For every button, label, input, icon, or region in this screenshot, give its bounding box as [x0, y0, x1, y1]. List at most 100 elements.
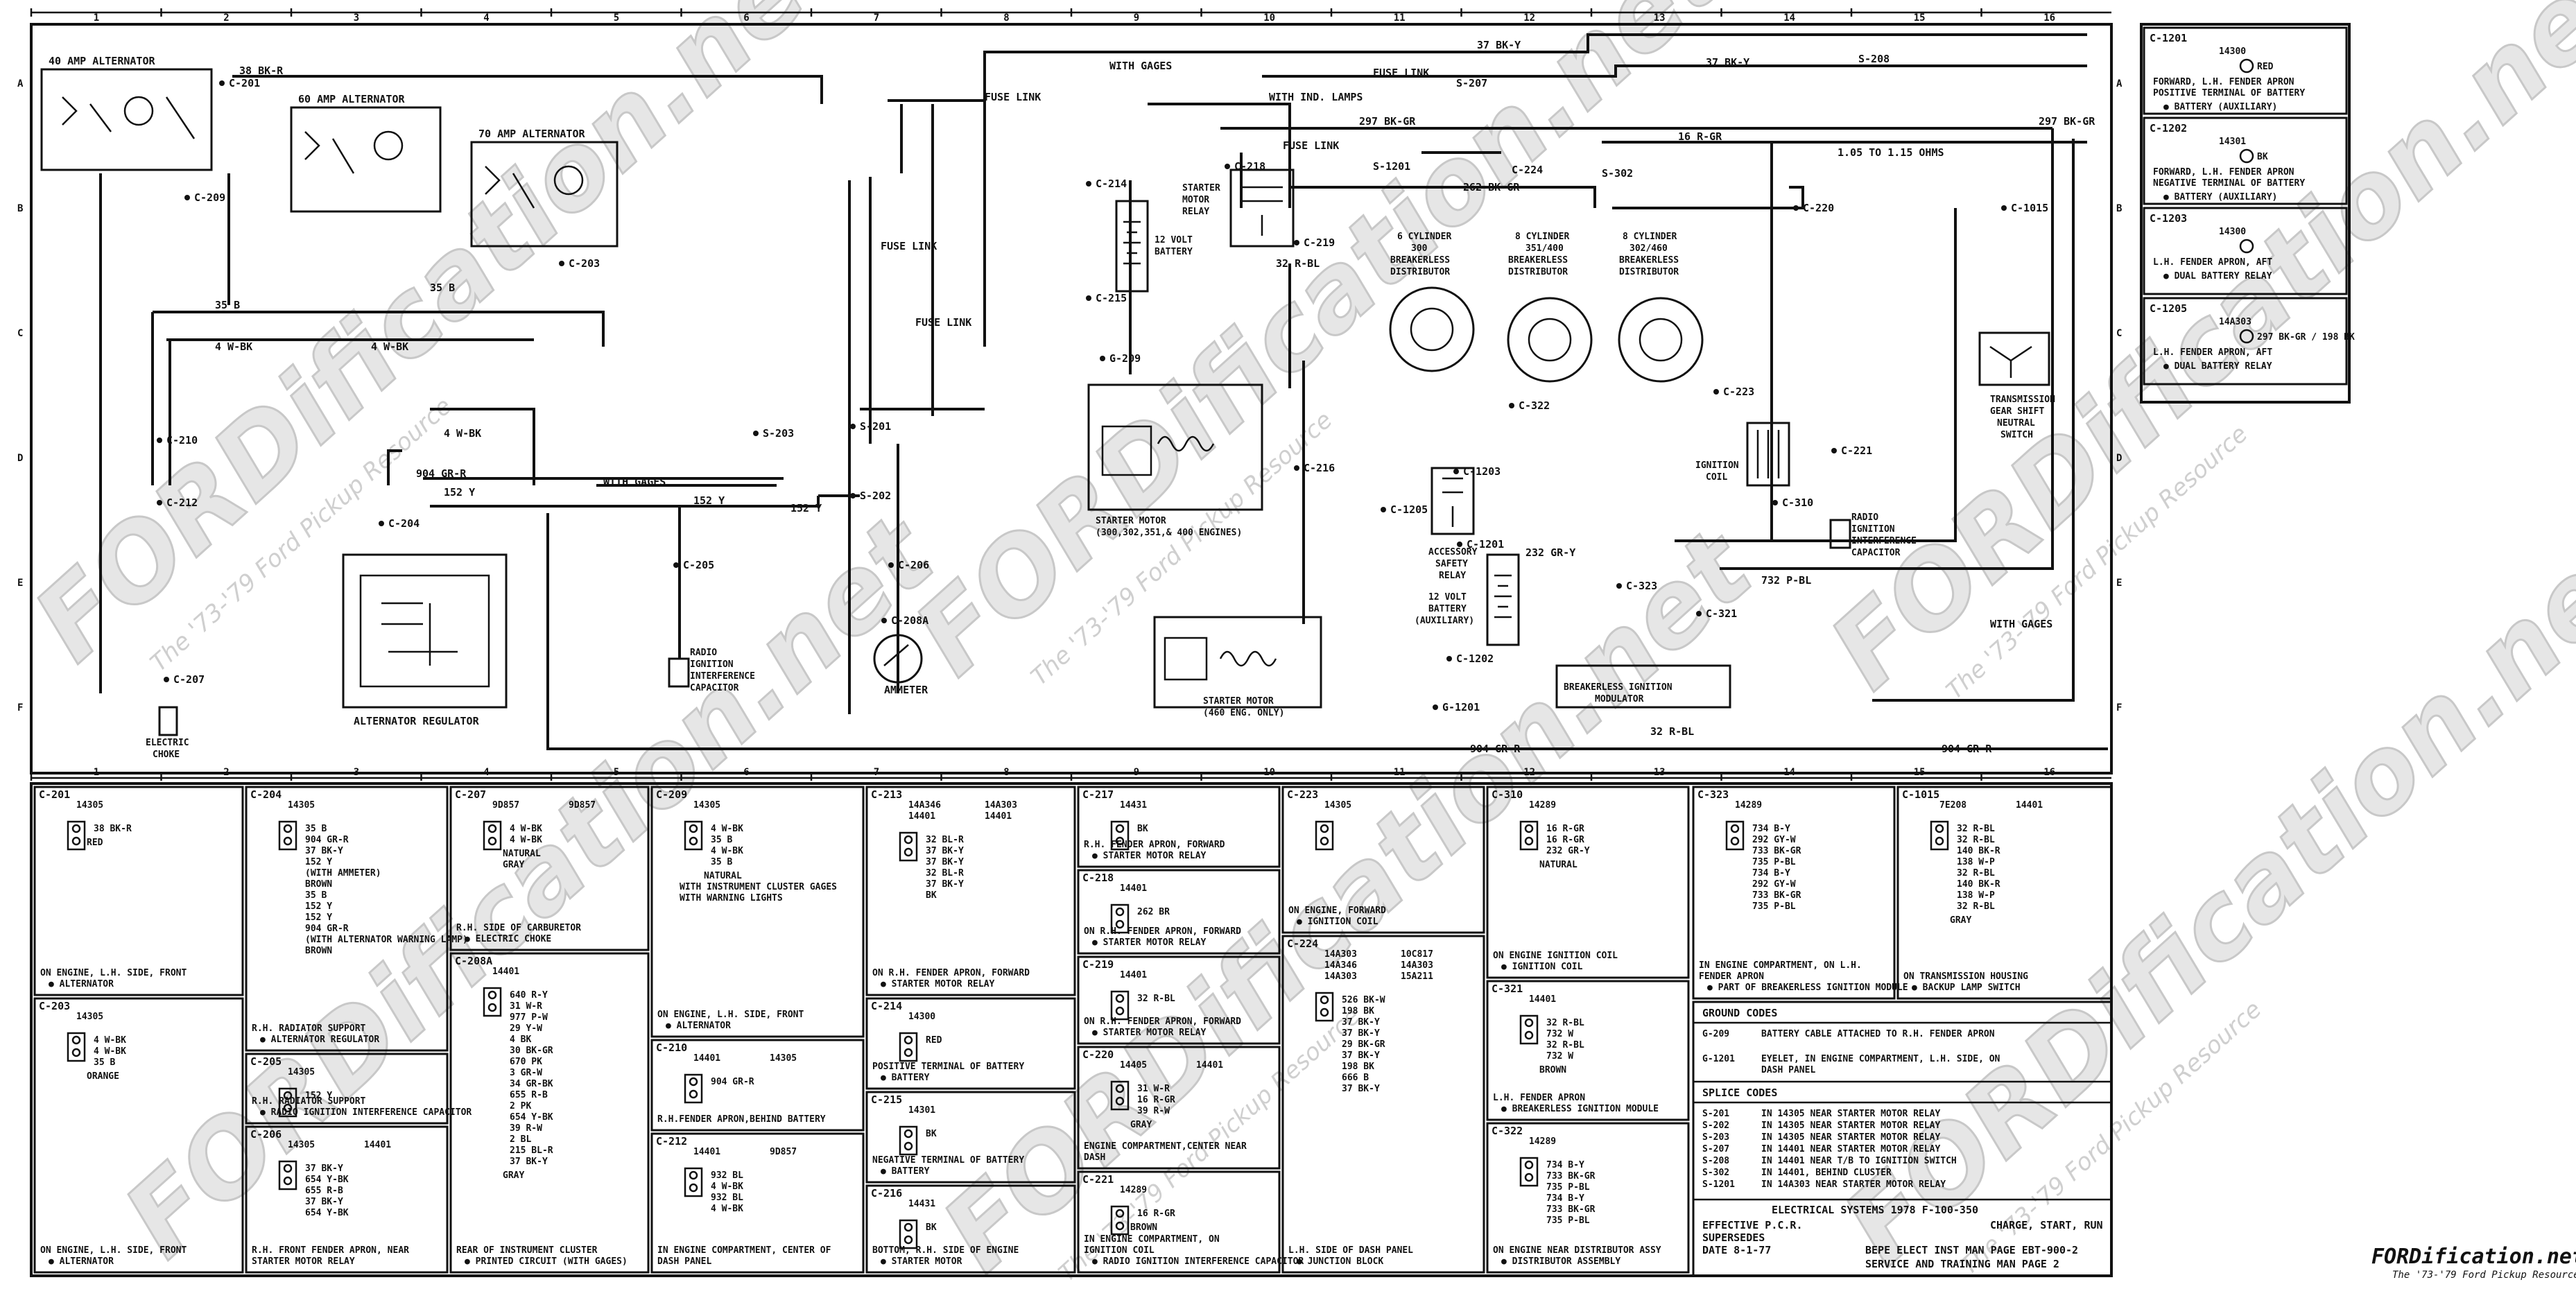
ammeter: AMMETER	[873, 634, 928, 696]
connector-part: 14305	[693, 800, 720, 811]
legend-id: C-1205	[2150, 302, 2187, 315]
splice-codes-title: SPLICE CODES	[1702, 1087, 1777, 1099]
connector-wire: 29 Y-W	[510, 1023, 542, 1034]
legend-cell	[2143, 116, 2348, 205]
wire-38-bk-r	[232, 75, 823, 104]
connector-id: C-209	[656, 788, 687, 801]
connector-wire: (WITH AMMETER)	[305, 868, 381, 879]
connector-dot	[1793, 205, 1799, 211]
connector-location: ON ENGINE, L.H. SIDE, FRONT	[657, 1010, 804, 1020]
pin-icon	[71, 1048, 81, 1057]
grid-column-label: 3	[354, 767, 359, 778]
connector-id: C-214	[871, 1000, 902, 1012]
alternator-regulator: ALTERNATOR REGULATOR	[342, 553, 508, 727]
connector-shape-icon	[1110, 1080, 1130, 1111]
connector-dot	[1225, 164, 1230, 169]
svg-text:8 CYLINDER: 8 CYLINDER	[1515, 232, 1569, 242]
connector-color: NATURAL	[1539, 860, 1577, 870]
connector-part: 14401	[693, 1147, 720, 1157]
connector-cell-border	[1896, 786, 2113, 1000]
connector-location: POSITIVE TERMINAL OF BATTERY	[872, 1062, 1024, 1072]
wire-fuse-link	[1148, 103, 1291, 208]
connector-label: C-321	[1706, 607, 1737, 620]
distributor-8-cyl-351-400: 8 CYLINDER 351/400 BREAKERLESS DISTRIBUT…	[1507, 232, 1593, 383]
label-fuse-link-5: FUSE LINK	[915, 316, 971, 329]
label-4-w-bk-2: 4 W-BK	[371, 340, 408, 353]
pin-icon	[689, 824, 698, 833]
connector-part: 14289	[1735, 800, 1762, 811]
connector-label: C-220	[1803, 202, 1834, 214]
connector-id: C-212	[656, 1135, 687, 1148]
connector-part: 14305	[288, 1067, 315, 1078]
wire-4-w-bk-d	[430, 408, 535, 485]
connector-label: C-204	[388, 517, 420, 530]
grid-row-label: A	[17, 78, 24, 89]
connector-location: IN ENGINE COMPARTMENT, CENTER OF	[657, 1245, 831, 1256]
connector-shape-icon	[1315, 820, 1334, 851]
connector-cell-border	[1692, 786, 1896, 1000]
connector-note: ● ALTERNATOR	[49, 1256, 114, 1267]
accessory-safety-relay: ACCESSORY SAFETY RELAY	[1428, 467, 1478, 581]
grid-column-label: 2	[223, 767, 229, 778]
schematic-wires	[99, 33, 2108, 750]
legend-note: ● DUAL BATTERY RELAY	[2163, 361, 2272, 372]
connector-wire: 733 BK-GR	[1752, 846, 1801, 856]
connector-cell-border	[865, 1184, 1076, 1274]
connector-id: C-220	[1082, 1048, 1114, 1061]
svg-text:351/400: 351/400	[1525, 243, 1564, 254]
connector-label: C-223	[1723, 386, 1754, 398]
pin-icon	[71, 836, 81, 846]
wire-37-bk-y-right	[1262, 64, 2087, 78]
label-38-bk-r: 38 BK-R	[239, 64, 284, 77]
connector-id: C-310	[1492, 788, 1523, 801]
connector-shape-icon	[684, 1167, 703, 1197]
starter-motor-relay: STARTER MOTOR RELAY	[1182, 168, 1295, 248]
pin-icon	[1730, 824, 1740, 833]
auxiliary-battery: 12 VOLT BATTERY (AUXILIARY)	[1415, 553, 1520, 646]
legend-part: 14A303	[2219, 317, 2251, 327]
connector-shape-icon	[1930, 820, 1949, 851]
svg-text:IGNITION: IGNITION	[1695, 460, 1739, 471]
grid-column-label: 11	[1394, 12, 1406, 24]
connector-label: C-205	[683, 559, 714, 571]
connector-cell-border	[245, 1125, 449, 1274]
connector-shape-icon	[1110, 1205, 1130, 1236]
connector-label: C-310	[1782, 496, 1813, 509]
connector-part: 14305	[770, 1053, 797, 1064]
connector-wire: 262 BR	[1137, 907, 1170, 917]
connector-wire: 37 BK-Y	[1342, 1028, 1380, 1039]
wire-c204-left	[387, 449, 402, 485]
wire-right-drop	[1872, 139, 2075, 702]
connector-wire: 215 BL-R	[510, 1145, 553, 1156]
connector-wire: 734 B-Y	[1546, 1160, 1584, 1170]
connector-cell-border	[449, 786, 650, 951]
grid-column-label: 10	[1263, 767, 1275, 778]
connector-wire: BK	[1137, 824, 1148, 834]
pin-icon	[904, 847, 913, 857]
pin-icon	[1935, 836, 1944, 846]
connector-part: 14305	[76, 1012, 103, 1022]
connector-location: R.H.FENDER APRON,BEHIND BATTERY	[657, 1114, 826, 1125]
connector-label: C-1205	[1390, 503, 1428, 516]
connector-wire: 152 Y	[305, 1091, 332, 1101]
connector-wire: 30 BK-GR	[510, 1046, 553, 1056]
grid-column-label: 12	[1523, 767, 1535, 778]
connector-part: 9D857	[569, 800, 596, 811]
pin-icon	[487, 824, 497, 833]
legend-frame	[2140, 23, 2351, 404]
connector-part: 14289	[1529, 800, 1556, 811]
svg-text:ELECTRIC: ELECTRIC	[146, 738, 189, 748]
pin-icon	[1115, 1209, 1125, 1218]
connector-id: C-205	[250, 1055, 282, 1068]
legend-desc: NEGATIVE TERMINAL OF BATTERY	[2153, 178, 2305, 189]
connector-id: C-217	[1082, 788, 1114, 801]
legend-id: C-1201	[2150, 32, 2187, 44]
alternator-40-amp: 40 AMP ALTERNATOR	[40, 55, 213, 171]
svg-text:MODULATOR: MODULATOR	[1595, 694, 1644, 704]
label-ohms: 1.05 TO 1.15 OHMS	[1838, 146, 1944, 159]
connector-part: 9D857	[770, 1147, 797, 1157]
title-ref1: BEPE ELECT INST MAN PAGE EBT-900-2	[1865, 1244, 2078, 1256]
